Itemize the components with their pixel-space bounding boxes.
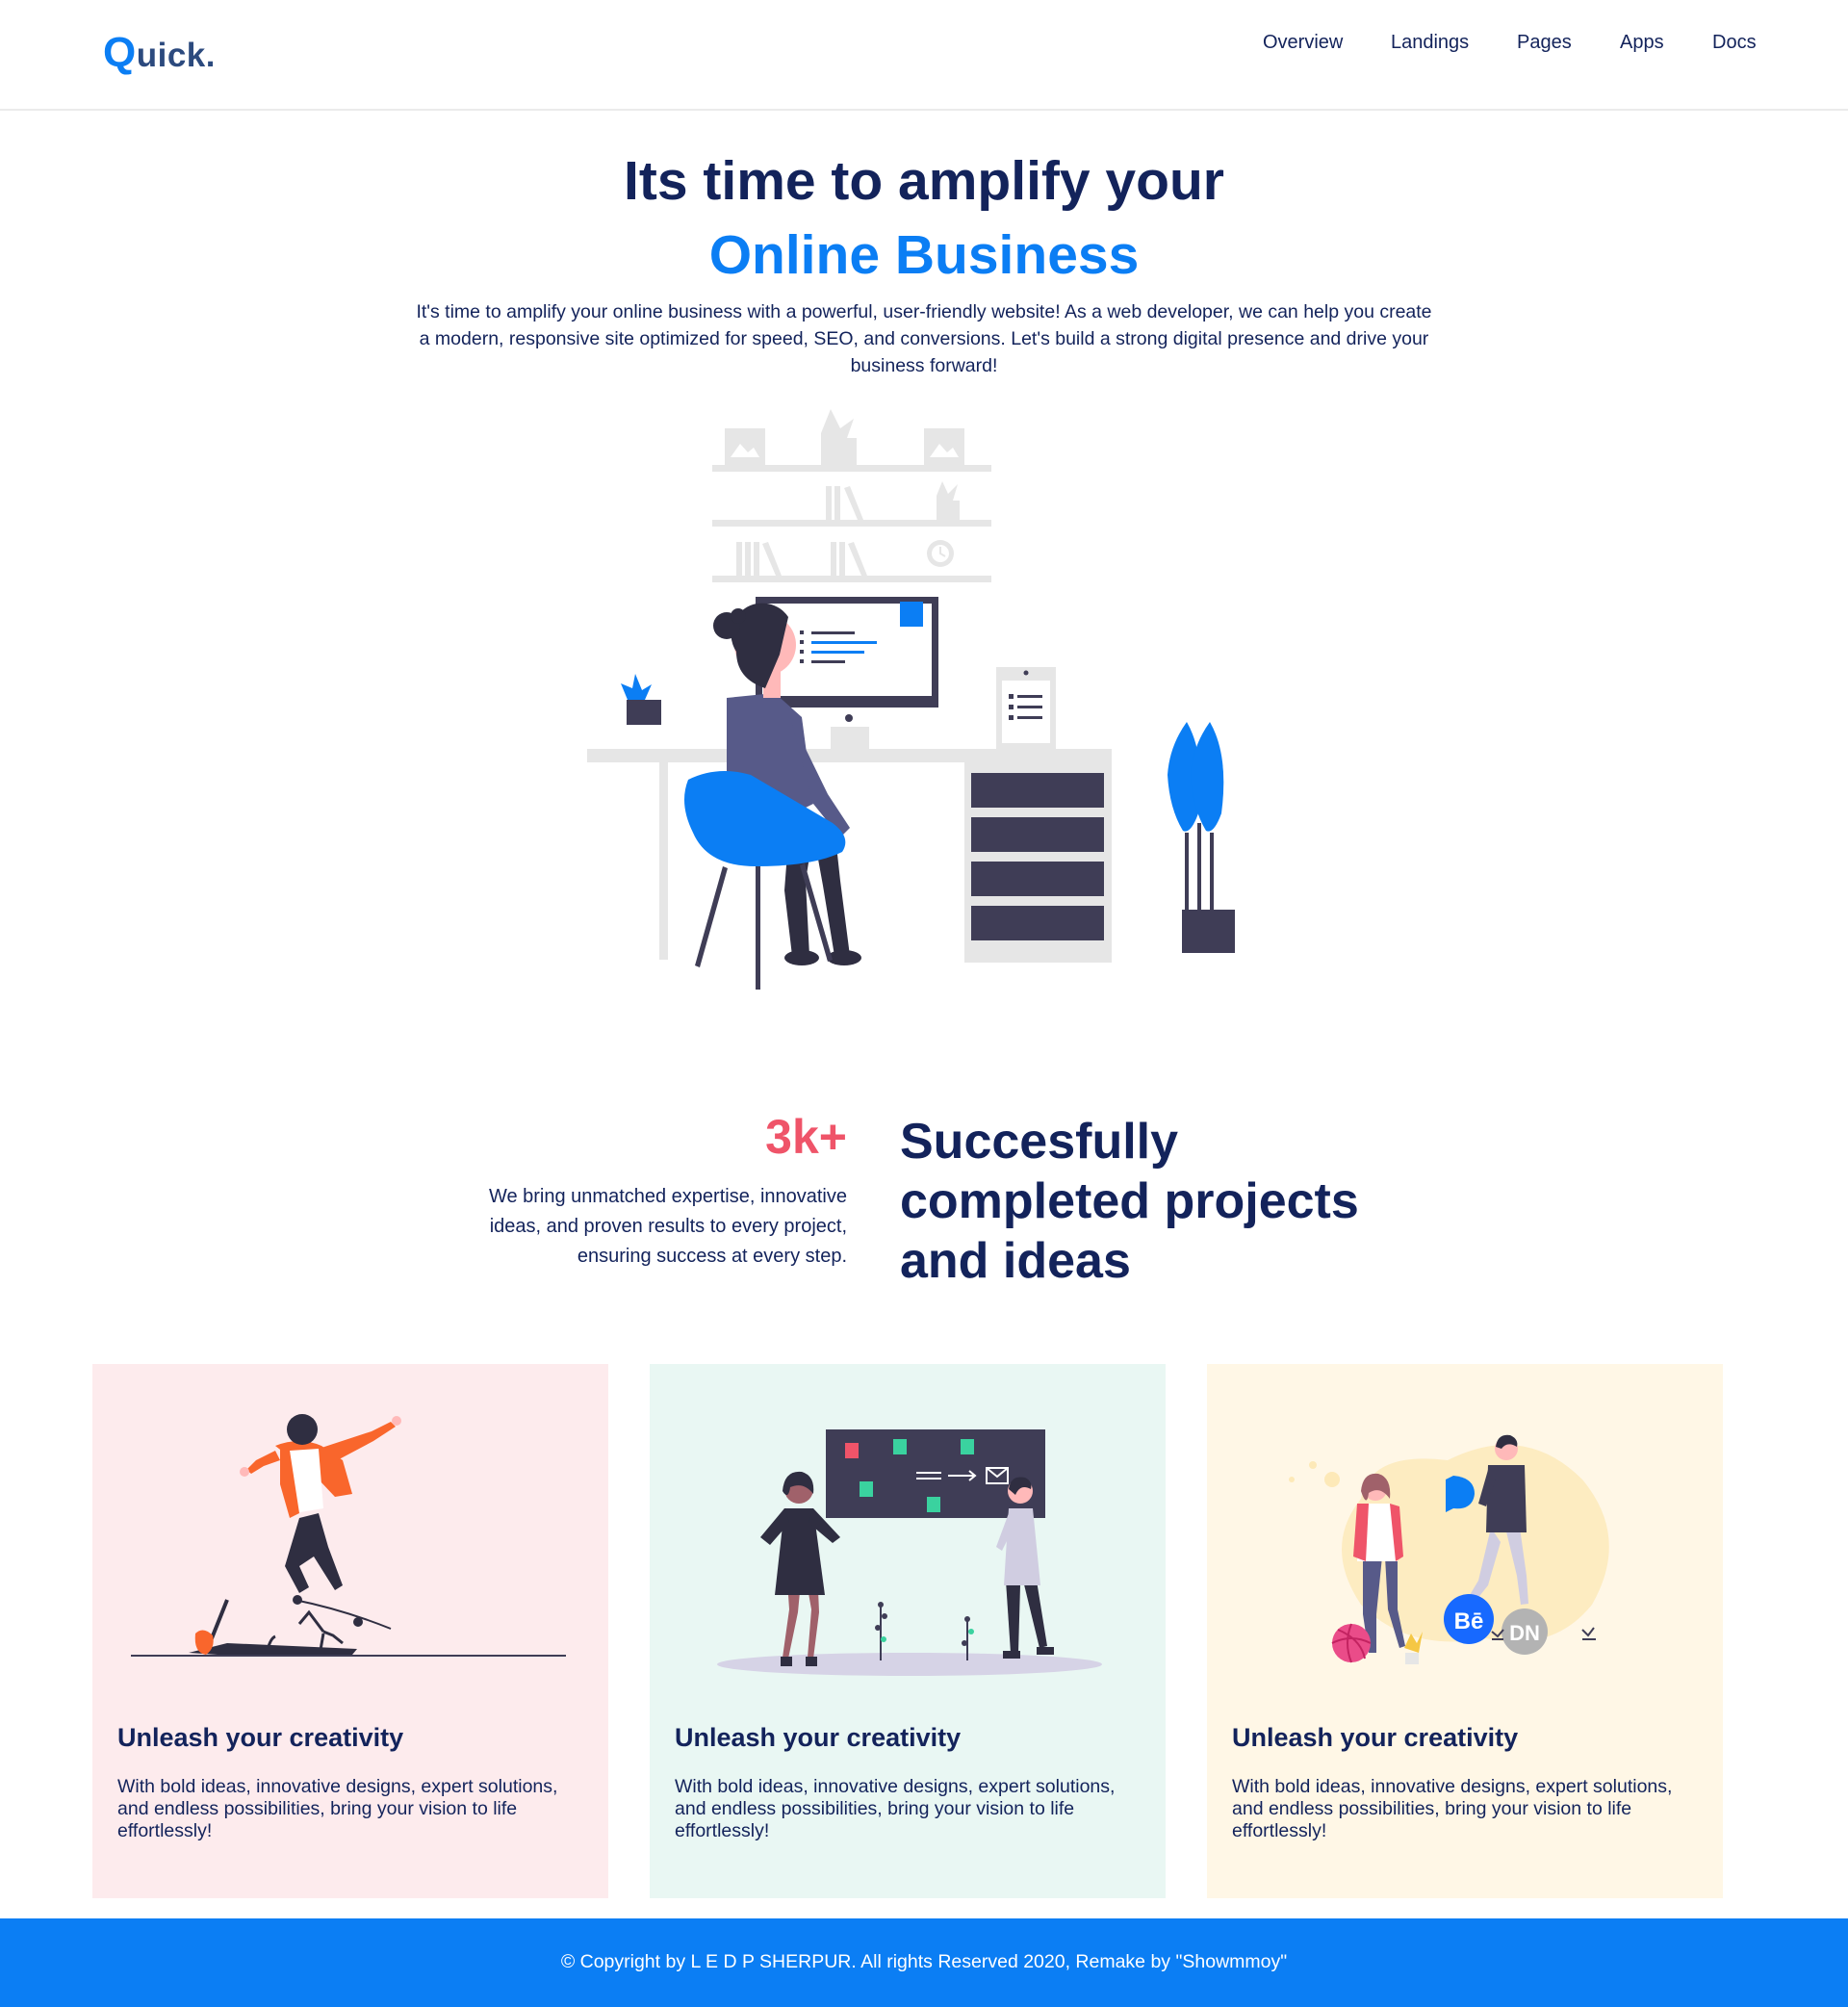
card-text: With bold ideas, innovative designs, exp… [1232, 1776, 1673, 1841]
workspace-illustration [587, 409, 1235, 990]
nav-apps[interactable]: Apps [1620, 32, 1664, 53]
skateboarder-illustration [131, 1414, 566, 1657]
feature-card: Unleash your creativity With bold ideas,… [650, 1364, 1166, 1898]
social-designers-illustration: Bē DN [1289, 1434, 1609, 1664]
card-text: With bold ideas, innovative designs, exp… [117, 1776, 558, 1841]
nav-docs[interactable]: Docs [1712, 32, 1757, 53]
feature-card: Bē DN Unleash your creativity With bold … [1207, 1364, 1723, 1898]
logo-q: Q [103, 29, 137, 76]
nav-landings[interactable]: Landings [1391, 32, 1470, 53]
shelves [712, 409, 991, 582]
card-title: Unleash your creativity [675, 1723, 962, 1752]
feature-card: Unleash your creativity With bold ideas,… [92, 1364, 608, 1898]
stat-description: We bring unmatched expertise, innovative… [488, 1186, 847, 1267]
stat-number: 3k+ [765, 1110, 847, 1164]
hero-title: Its time to amplify your [624, 150, 1224, 212]
hero-description: It's time to amplify your online busines… [416, 301, 1432, 376]
clipboard [996, 667, 1056, 749]
chair [684, 771, 846, 990]
nav-pages[interactable]: Pages [1517, 32, 1572, 53]
site-header: Quick. Overview Landings Pages Apps Docs [0, 0, 1848, 111]
hero-title-highlight: Online Business [708, 224, 1140, 286]
logo-text: uick. [136, 37, 216, 74]
logo[interactable]: Quick. [103, 29, 216, 77]
floor-plant [1168, 722, 1235, 953]
dn-badge-label: DN [1509, 1621, 1540, 1645]
card-title: Unleash your creativity [1232, 1723, 1519, 1752]
desk-drawers [971, 773, 1104, 940]
site-footer: © Copyright by L E D P SHERPUR. All righ… [0, 1918, 1848, 2007]
behance-badge-label: Bē [1454, 1608, 1484, 1634]
stat-heading: Succesfully completed projects and ideas [900, 1114, 1359, 1289]
card-text: With bold ideas, innovative designs, exp… [675, 1776, 1116, 1841]
footer-copyright: © Copyright by L E D P SHERPUR. All righ… [560, 1951, 1288, 1972]
nav-overview[interactable]: Overview [1263, 32, 1344, 53]
planning-board-illustration [717, 1429, 1102, 1676]
desk-plant [621, 674, 661, 725]
card-title: Unleash your creativity [117, 1723, 404, 1752]
